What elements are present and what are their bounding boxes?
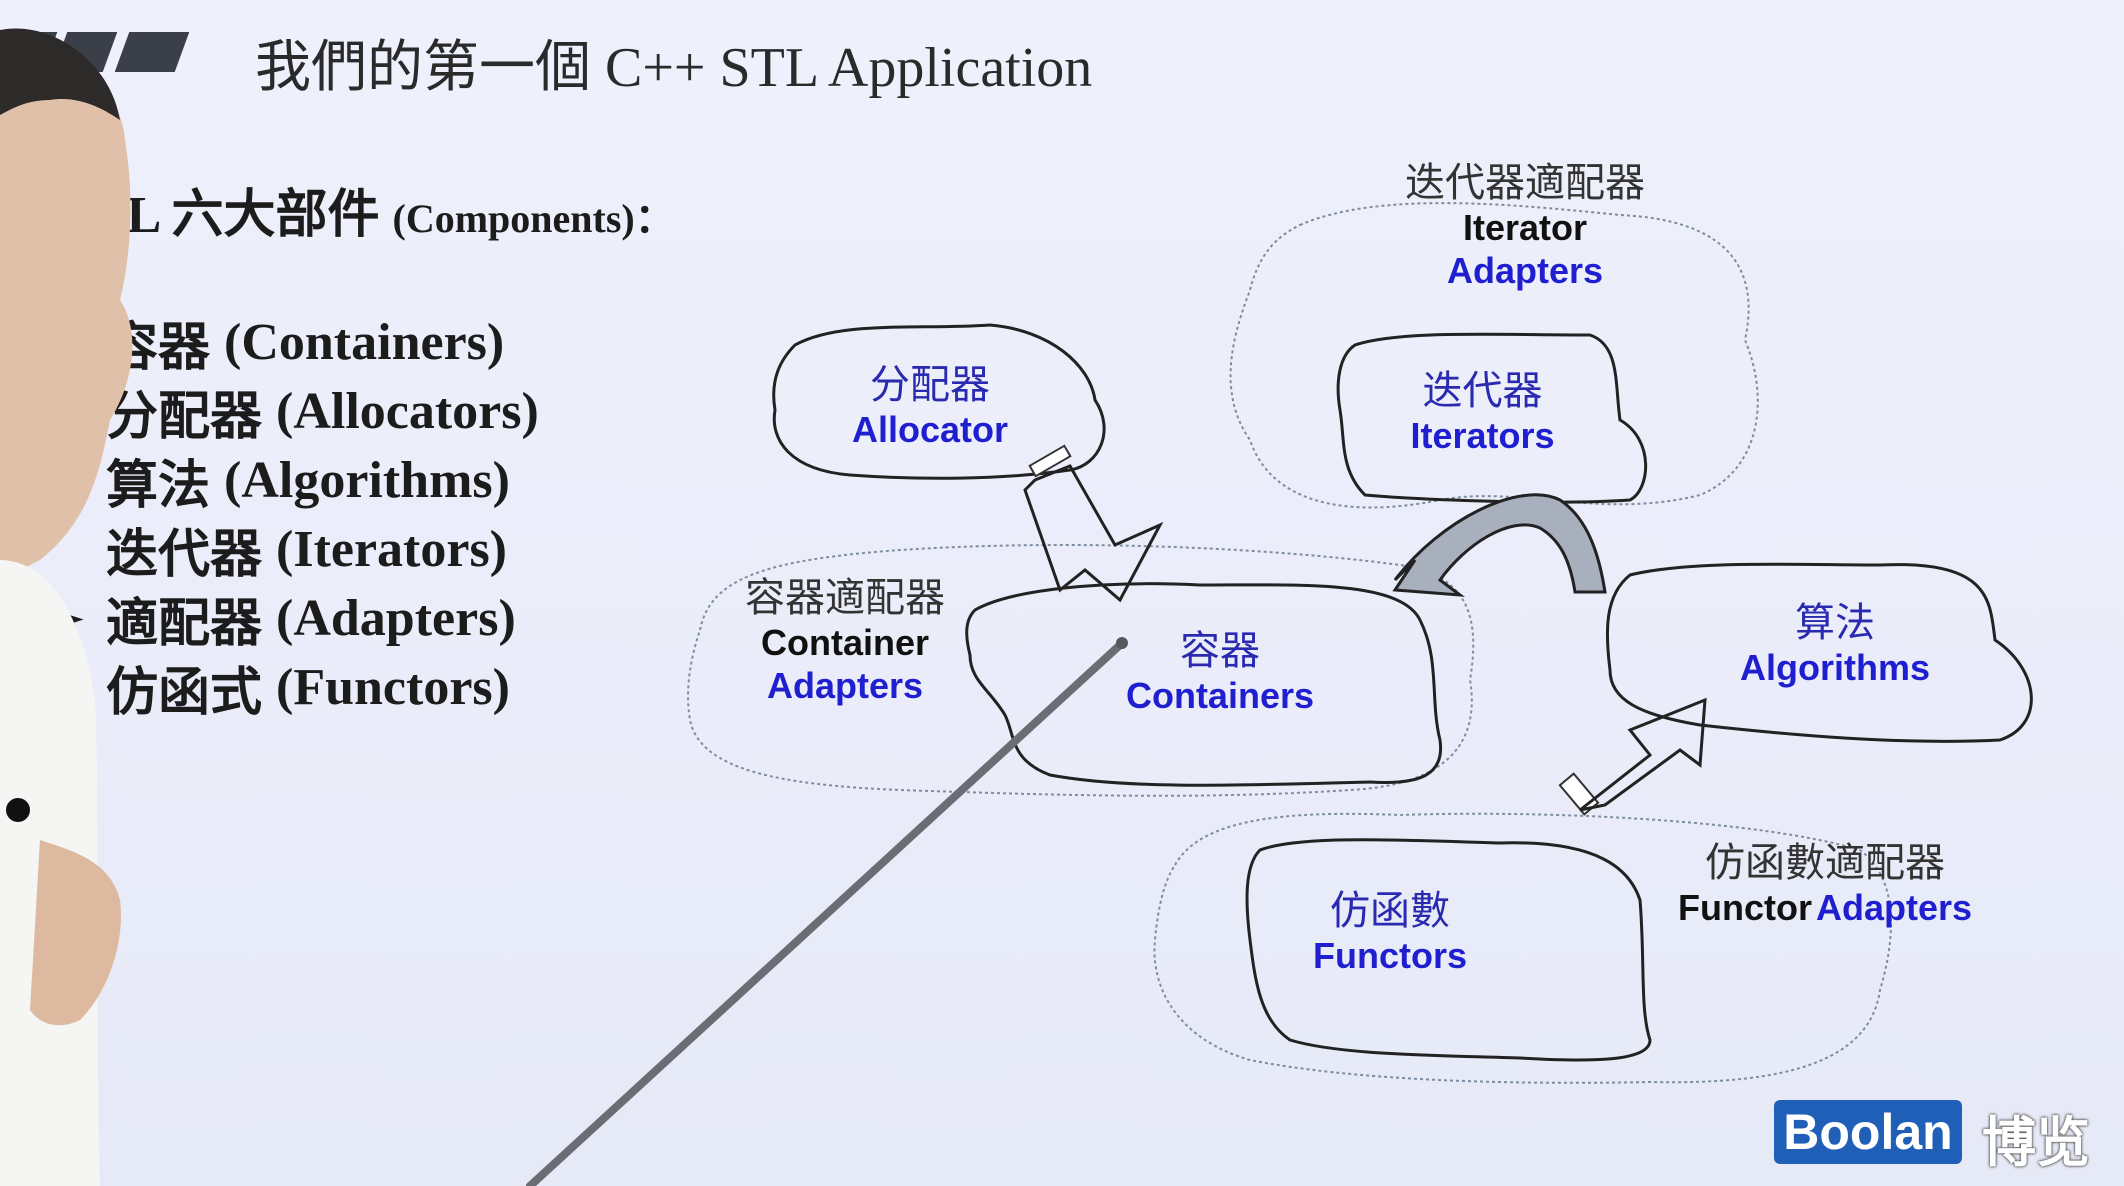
list-item: ➢ 適配器 (Adapters) xyxy=(50,584,539,653)
iterator-adapters-zh: 迭代器適配器 xyxy=(1405,160,1645,206)
bullet-zh: 分配器 xyxy=(106,389,263,446)
bullet-en: (Algorithms) xyxy=(224,452,510,509)
bullet-en: (Containers) xyxy=(224,314,505,371)
component-list: 容器 (Containers) 分配器 (Allocators) 算法 (Alg… xyxy=(50,308,539,722)
allocator-cloud xyxy=(772,323,1106,480)
allocator-to-containers-arrow xyxy=(1023,444,1164,603)
container-adapters-zh: 容器適配器 xyxy=(745,575,945,621)
iterators-en: Iterators xyxy=(1410,415,1555,457)
iterator-adapters-en2: Adapters xyxy=(1446,249,1604,291)
containers-en: Containers xyxy=(1125,675,1315,717)
functor-adapters-label: 仿函數適配器 Functor Adapters xyxy=(1655,840,1995,930)
list-item: 分配器 (Allocators) xyxy=(50,377,539,446)
presenter-figure xyxy=(0,28,133,1186)
functors-zh: 仿函數 xyxy=(1330,888,1450,934)
list-item: 迭代器 (Iterators) xyxy=(50,515,539,584)
bullet-en: (Adapters) xyxy=(276,590,516,647)
slide-title: 我們的第一個 C++ STL Application xyxy=(255,37,1093,99)
functor-adapters-en1: Functor xyxy=(1677,887,1812,929)
container-adapters-en2: Adapters xyxy=(766,664,924,706)
allocator-en: Allocator xyxy=(851,409,1009,451)
iterator-curved-arrow xyxy=(1392,493,1607,597)
subtitle-paren: (Components)： xyxy=(392,196,675,241)
bullet-zh: 仿函式 xyxy=(106,665,263,722)
functor-adapters-zh: 仿函數適配器 xyxy=(1705,840,1945,886)
bullet-zh: 迭代器 xyxy=(106,527,263,584)
algorithms-zh: 算法 xyxy=(1795,600,1875,646)
containers-zh: 容器 xyxy=(1180,628,1260,674)
functor-adapters-cloud xyxy=(1153,812,1892,1084)
functors-en: Functors xyxy=(1312,935,1467,977)
iterators-cloud xyxy=(1336,332,1648,504)
algorithms-label: 算法 Algorithms xyxy=(1720,600,1950,690)
functors-cloud xyxy=(1245,838,1652,1062)
subtitle-main: TL 六大部件 xyxy=(92,187,380,244)
list-item: 容器 (Containers) xyxy=(50,308,539,377)
algorithms-cloud xyxy=(1605,562,2033,743)
bullet-en: (Allocators) xyxy=(276,383,539,440)
boolan-logo: Boolan xyxy=(1774,1100,1962,1164)
allocator-label: 分配器 Allocator xyxy=(820,362,1040,452)
bullet-en: (Functors) xyxy=(276,659,510,716)
subtitle: TL 六大部件 (Components)： xyxy=(92,172,675,247)
allocator-zh: 分配器 xyxy=(870,362,990,408)
bullet-zh: 適配器 xyxy=(106,596,263,653)
container-adapters-cloud xyxy=(687,544,1475,797)
list-item: 算法 (Algorithms) xyxy=(50,446,539,515)
algorithms-en: Algorithms xyxy=(1739,647,1930,689)
container-adapters-en1: Container xyxy=(760,622,929,664)
container-adapters-label: 容器適配器 Container Adapters xyxy=(730,575,960,707)
containers-cloud xyxy=(965,582,1443,787)
containers-to-algorithms-arrow xyxy=(1558,697,1707,816)
boolan-logo-cn: 博览 xyxy=(1982,1111,2090,1174)
bullet-zh: 算法 xyxy=(106,458,211,515)
bullet-en: (Iterators) xyxy=(276,521,507,578)
functor-adapters-en2: Adapters xyxy=(1815,887,1973,929)
iterators-zh: 迭代器 xyxy=(1422,368,1543,414)
containers-label: 容器 Containers xyxy=(1110,628,1330,718)
iterator-adapters-en1: Iterator xyxy=(1462,207,1588,249)
iterators-label: 迭代器 Iterators xyxy=(1380,368,1585,458)
iterator-adapters-label: 迭代器適配器 Iterator Adapters xyxy=(1385,160,1665,292)
functors-label: 仿函數 Functors xyxy=(1290,888,1490,978)
pointer-stick xyxy=(526,641,1124,1186)
